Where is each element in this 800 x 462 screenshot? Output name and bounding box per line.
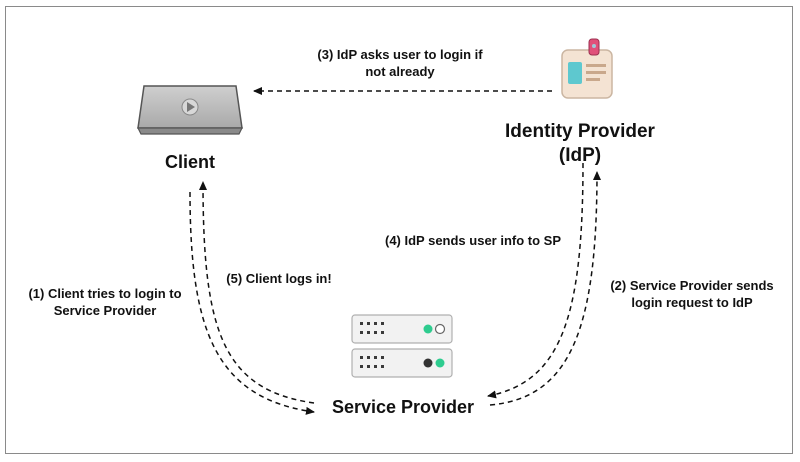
- step3-line2: not already: [365, 64, 435, 79]
- step1-line1: (1) Client tries to login to: [28, 286, 182, 301]
- arrow-step4: [487, 162, 584, 399]
- idp-label-line1: Identity Provider: [505, 121, 655, 142]
- step5-line1: (5) Client logs in!: [226, 271, 332, 286]
- step2-label: (2) Service Provider sends login request…: [602, 277, 782, 311]
- step1-line2: Service Provider: [53, 303, 157, 318]
- step4-line1: (4) IdP sends user info to SP: [384, 233, 561, 248]
- client-label: Client: [164, 152, 215, 172]
- step4-label: (4) IdP sends user info to SP: [368, 232, 578, 249]
- id-badge-icon: [556, 36, 618, 102]
- step2-line1: (2) Service Provider sends: [610, 278, 774, 293]
- step1-label: (1) Client tries to login to Service Pro…: [12, 285, 198, 319]
- step3-label: (3) IdP asks user to login if not alread…: [300, 46, 500, 80]
- laptop-icon: [136, 82, 246, 140]
- diagram-frame: [5, 6, 793, 454]
- sp-label: Service Provider: [331, 397, 475, 417]
- step3-line1: (3) IdP asks user to login if: [317, 47, 483, 62]
- idp-label-line2: (IdP): [558, 145, 602, 166]
- idp-label: Identity Provider (IdP): [490, 120, 670, 168]
- server-icon: [350, 313, 456, 381]
- arrow-step5: [199, 181, 315, 404]
- arrow-step2: [489, 171, 601, 406]
- step2-line2: login request to IdP: [631, 295, 753, 310]
- step5-label: (5) Client logs in!: [214, 270, 344, 287]
- arrow-step1: [189, 191, 315, 415]
